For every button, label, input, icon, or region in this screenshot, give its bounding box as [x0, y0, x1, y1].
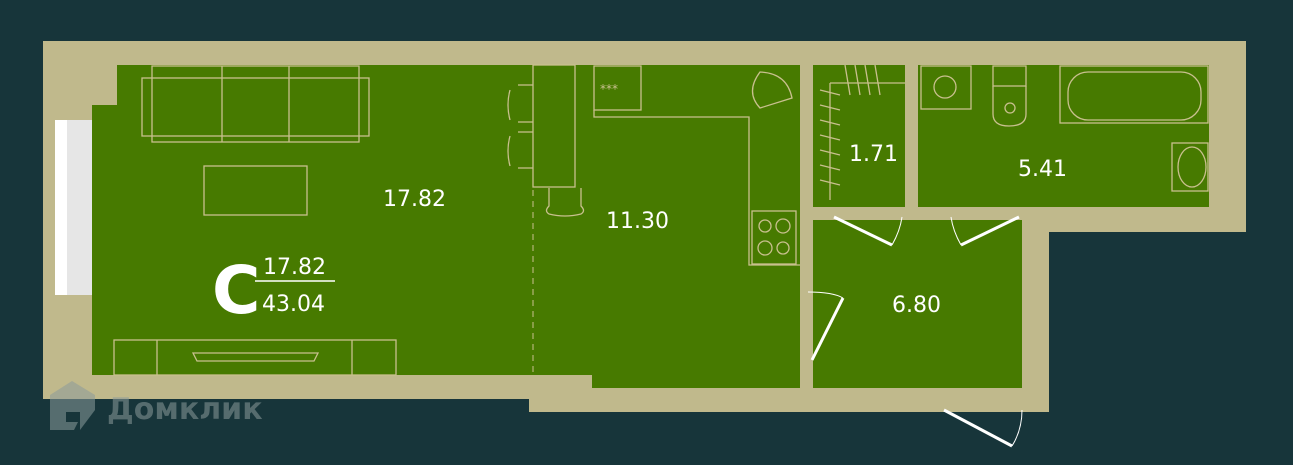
area-wardrobe: 1.71 [849, 142, 898, 167]
door-kitchen[interactable] [807, 291, 845, 361]
washbasin-icon [1171, 142, 1209, 192]
door-bathroom[interactable] [950, 215, 1020, 247]
door-wardrobe[interactable] [833, 215, 903, 247]
bathroom [918, 65, 1209, 207]
area-hallway: 6.80 [892, 293, 941, 318]
sofa-icon [141, 65, 370, 143]
apartment-type: C [212, 252, 260, 329]
window-sill [67, 120, 92, 295]
bar-counter-icon [507, 64, 585, 217]
living-area: 17.82 [263, 255, 326, 280]
tv-stand-icon [113, 339, 397, 376]
bathtub-icon [1059, 65, 1209, 124]
door-entrance[interactable] [943, 408, 1023, 448]
watermark: Домклик [107, 392, 263, 427]
sink-icon [751, 71, 793, 109]
hob-icon [751, 210, 797, 265]
stove-icon: *** [593, 65, 642, 111]
coffee-table-icon [203, 165, 308, 216]
hallway [813, 220, 1022, 388]
window [55, 120, 67, 295]
toilet-icon [992, 65, 1027, 127]
area-bathroom: 5.41 [1018, 157, 1067, 182]
clothes-rack-icon [819, 64, 905, 200]
total-area: 43.04 [262, 292, 325, 317]
domclick-logo-icon [50, 381, 95, 430]
area-kitchen: 11.30 [606, 209, 669, 234]
area-living-room: 17.82 [383, 187, 446, 212]
kitchen-bottom [592, 370, 800, 388]
kitchen [530, 65, 800, 375]
kitchen-counter [593, 110, 800, 266]
washing-machine-icon [920, 65, 972, 110]
living-room [92, 65, 530, 375]
svg-text:***: *** [600, 82, 618, 96]
